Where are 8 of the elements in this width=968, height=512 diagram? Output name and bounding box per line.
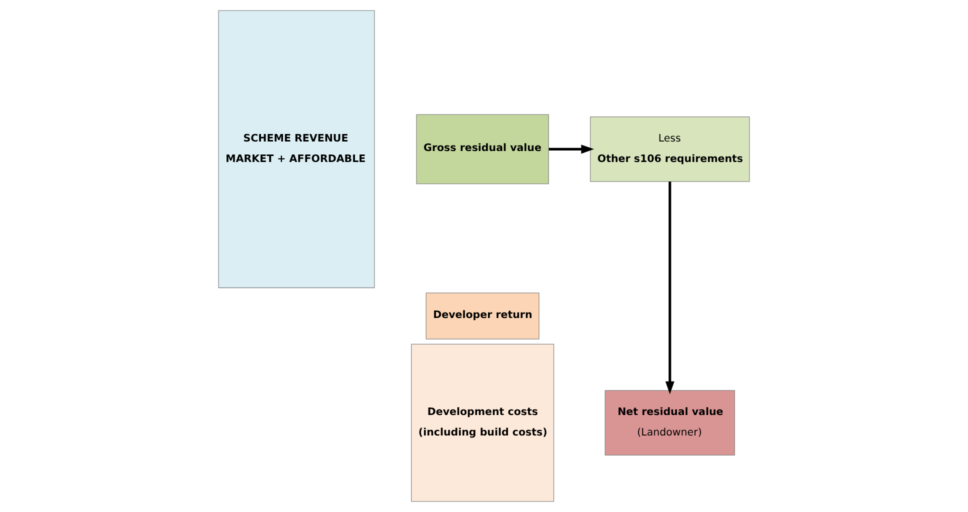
node-box: SCHEME REVENUE MARKET + AFFORDABLE xyxy=(218,10,375,288)
arrow xyxy=(548,144,594,154)
node-box: Gross residual value xyxy=(416,114,549,184)
node-box: Developer return xyxy=(426,292,540,340)
node-box: Less Other s106 requirements xyxy=(590,116,750,182)
node-box: Development costs (including build costs) xyxy=(411,344,554,502)
node-box: Net residual value (Landowner) xyxy=(604,390,735,456)
arrow xyxy=(665,182,674,394)
